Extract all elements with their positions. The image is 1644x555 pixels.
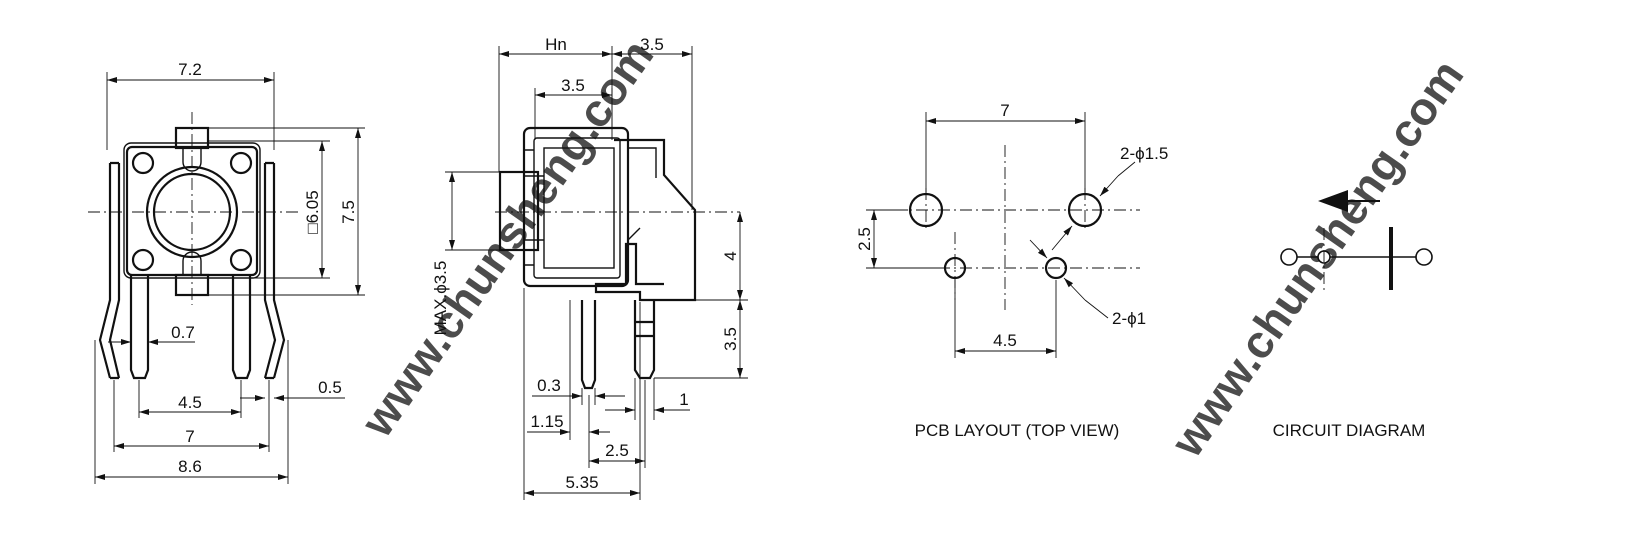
corner-dot xyxy=(131,248,155,272)
corner-dot xyxy=(229,248,253,272)
front-lead xyxy=(580,300,597,390)
dim-lead-115: 1.15 xyxy=(530,412,563,431)
side-view-drawing: Hn 3.5 3.5 MAX.ϕ3.5 4 3.5 0.3 xyxy=(431,35,748,500)
right-pin xyxy=(231,275,252,380)
dim-pitch-7: 7 xyxy=(185,427,194,446)
switch-symbol-icon xyxy=(1280,227,1433,292)
circuit-diagram-drawing: CIRCUIT DIAGRAM xyxy=(1273,190,1433,440)
bracket-detail xyxy=(627,147,657,241)
circuit-diagram-caption: CIRCUIT DIAGRAM xyxy=(1273,421,1426,440)
housing-detail xyxy=(524,149,544,266)
dim-hn: Hn xyxy=(545,35,567,54)
dim-pin-05: 0.5 xyxy=(318,378,342,397)
dim-max-phi: MAX.ϕ3.5 xyxy=(431,261,450,336)
left-pin xyxy=(129,275,150,380)
dim-width-72: 7.2 xyxy=(178,60,202,79)
left-arrow-icon xyxy=(1318,190,1380,212)
dim-span-45: 4.5 xyxy=(993,331,1017,350)
mounting-bracket xyxy=(594,138,697,302)
dim-top-35: 3.5 xyxy=(640,35,664,54)
dim-hole-small: 2-ϕ1 xyxy=(1112,309,1146,328)
left-side-leg xyxy=(98,161,121,380)
housing-outer xyxy=(522,126,630,288)
front-view-drawing: 7.2 □6.05 7.5 0.7 0.5 4.5 7 8.6 xyxy=(88,60,365,484)
plunger xyxy=(498,170,540,252)
dim-span-7: 7 xyxy=(1000,101,1009,120)
dim-offset-25: 2.5 xyxy=(855,227,874,251)
corner-dot xyxy=(131,151,155,175)
dim-hole-large: 2-ϕ1.5 xyxy=(1120,144,1168,163)
dim-square-605: □6.05 xyxy=(303,190,322,233)
housing-core xyxy=(543,147,615,269)
top-tab-slot xyxy=(182,148,202,172)
watermark-group: www.chunsheng.com www.chunsheng.com xyxy=(350,30,1473,467)
pcb-layout-caption: PCB LAYOUT (TOP VIEW) xyxy=(915,421,1120,440)
rear-lead xyxy=(633,300,656,380)
right-side-leg xyxy=(263,161,286,380)
dim-right-35: 3.5 xyxy=(721,327,740,351)
dim-lead-25: 2.5 xyxy=(605,441,629,460)
housing-inner xyxy=(533,137,621,279)
dim-inner-35: 3.5 xyxy=(561,76,585,95)
dim-pitch-45: 4.5 xyxy=(178,393,202,412)
pcb-layout-drawing: 7 2-ϕ1.5 2.5 2-ϕ1 4.5 PCB LAYOUT (TOP VI… xyxy=(855,101,1168,440)
corner-dot xyxy=(229,151,253,175)
watermark-left: www.chunsheng.com xyxy=(350,30,663,447)
dim-width-86: 8.6 xyxy=(178,457,202,476)
dim-pin-07: 0.7 xyxy=(171,323,195,342)
dim-lead-03: 0.3 xyxy=(537,376,561,395)
dim-base-535: 5.35 xyxy=(565,473,598,492)
dim-height-75: 7.5 xyxy=(339,200,358,224)
dim-lead-1: 1 xyxy=(679,390,688,409)
dim-right-4: 4 xyxy=(721,251,740,260)
